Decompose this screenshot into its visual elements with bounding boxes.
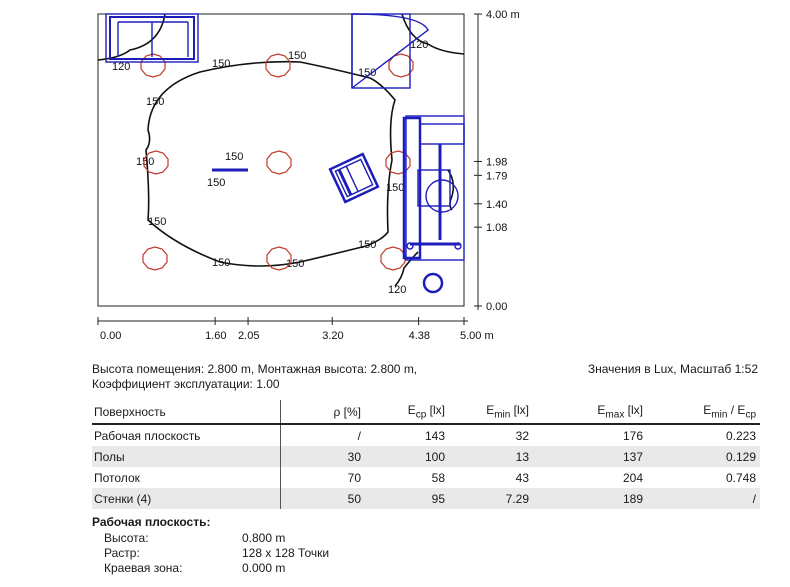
- y-axis-label: 1.40: [486, 199, 507, 211]
- lamp-icon: [422, 272, 444, 294]
- luminaire-icon: [265, 53, 291, 78]
- armchair-icon: [328, 152, 380, 204]
- isolines: [97, 13, 465, 287]
- table-row: Полы 30 100 13 137 0.129: [92, 446, 760, 467]
- col-ratio: Emin / Ecp: [647, 400, 760, 425]
- luminaires: [140, 53, 414, 271]
- luminaire-icon: [266, 150, 292, 175]
- contour-label: 120: [388, 284, 406, 296]
- contour-label: 150: [358, 239, 376, 251]
- table-row: Рабочая плоскость / 143 32 176 0.223: [92, 424, 760, 446]
- room-info: Высота помещения: 2.800 m, Монтажная выс…: [92, 362, 417, 392]
- contour-label: 120: [410, 39, 428, 51]
- contour-label: 150: [207, 177, 225, 189]
- isoline-150-main: [145, 60, 396, 267]
- isoline-120-bottom: [394, 251, 419, 287]
- contour-label: 150: [225, 151, 243, 163]
- contour-label: 150: [212, 58, 230, 70]
- col-rho: ρ [%]: [280, 400, 365, 425]
- x-axis-label: 3.20: [322, 330, 343, 342]
- y-axis-label: 1.08: [486, 222, 507, 234]
- desk-icon: [402, 115, 465, 261]
- col-emin: Emin [lx]: [449, 400, 533, 425]
- workplane-row: Краевая зона: 0.000 m: [104, 561, 286, 575]
- workplane-row: Высота: 0.800 m: [104, 531, 286, 545]
- units-scale: Значения в Lux, Масштаб 1:52: [587, 362, 758, 376]
- table-row: Стенки (4) 50 95 7.29 189 /: [92, 488, 760, 509]
- x-axis-label: 5.00 m: [460, 330, 494, 342]
- lighting-floor-plan: 120 150 150 150 120 150 150 150 150 150 …: [97, 9, 520, 342]
- contour-label: 150: [136, 156, 154, 168]
- x-axis-label: 1.60: [205, 330, 226, 342]
- col-surface: Поверхность: [92, 400, 281, 425]
- luminaire-icon: [380, 246, 406, 271]
- contour-label: 120: [112, 61, 130, 73]
- contour-label: 150: [386, 182, 404, 194]
- luminaire-icon: [140, 53, 166, 78]
- contour-label: 150: [148, 216, 166, 228]
- x-axis-label: 0.00: [100, 330, 121, 342]
- workplane-title: Рабочая плоскость:: [92, 515, 211, 529]
- col-emax: Emax [lx]: [533, 400, 647, 425]
- luminaire-icon: [142, 246, 168, 271]
- sofa-icon: [105, 13, 199, 63]
- isoline-120-top-right: [401, 13, 465, 55]
- furniture: [105, 13, 465, 294]
- y-axis-labels: 4.00 m 1.98 1.79 1.40 1.08 0.00: [486, 9, 520, 313]
- luminaire-icon: [385, 150, 411, 175]
- workplane-info: Рабочая плоскость: Высота: 0.800 m Растр…: [92, 515, 330, 576]
- luminaire-icon: [388, 53, 414, 78]
- contour-labels: 120 150 150 150 120 150 150 150 150 150 …: [112, 39, 428, 296]
- room-info-line1: Высота помещения: 2.800 m, Монтажная выс…: [92, 362, 418, 376]
- contour-label: 150: [212, 257, 230, 269]
- door-icon: [351, 13, 429, 89]
- y-axis-label: 1.98: [486, 156, 507, 168]
- workplane-row: Растр: 128 x 128 Точки: [104, 546, 330, 560]
- col-ecp: Ecp [lx]: [365, 400, 449, 425]
- x-axis-label: 2.05: [238, 330, 259, 342]
- x-axis-label: 4.38: [409, 330, 430, 342]
- room-info-line2: Коэффициент эксплуатации: 1.00: [92, 377, 280, 391]
- isoline-120-top-left: [97, 13, 166, 61]
- y-dimension-axis: [474, 13, 482, 310]
- contour-label: 150: [288, 50, 306, 62]
- table-row: Потолок 70 58 43 204 0.748: [92, 467, 760, 488]
- y-axis-label: 1.79: [486, 170, 507, 182]
- isoline-150-right-small: [447, 169, 455, 211]
- y-axis-label: 4.00 m: [486, 9, 520, 21]
- results-table: Поверхность ρ [%] Ecp [lx] Emin [lx] Ema…: [92, 400, 760, 509]
- luminaire-icon: [266, 246, 292, 271]
- x-axis-labels: 0.00 1.60 2.05 3.20 4.38 5.00 m: [100, 330, 494, 342]
- table-header-row: Поверхность ρ [%] Ecp [lx] Emin [lx] Ema…: [92, 400, 760, 425]
- contour-label: 150: [146, 96, 164, 108]
- x-dimension-axis: [97, 317, 468, 325]
- contour-label: 150: [358, 67, 376, 79]
- y-axis-label: 0.00: [486, 301, 507, 313]
- luminaire-icon: [143, 150, 169, 175]
